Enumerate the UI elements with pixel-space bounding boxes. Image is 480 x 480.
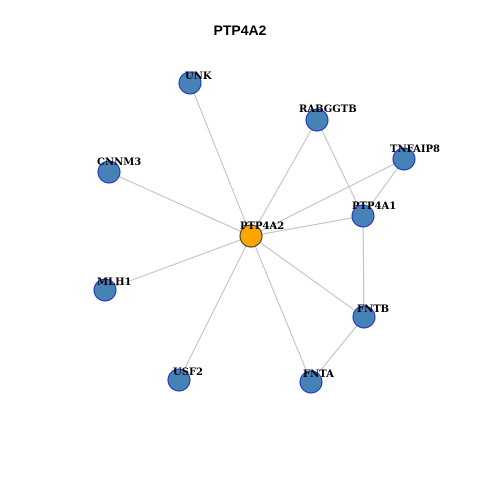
edge-ptp4a1-fntb	[362, 215, 365, 318]
node-tnfaip8[interactable]	[392, 147, 416, 171]
edge-tnfaip8-ptp4a1	[362, 158, 405, 217]
edge-ptp4a2-rabggtb	[250, 119, 318, 237]
node-label-fnta: FNTA	[303, 369, 334, 380]
edge-ptp4a2-mlh1	[104, 235, 252, 291]
graph-title: PTP4A2	[213, 22, 267, 38]
node-label-ptp4a1: PTP4A1	[352, 201, 396, 212]
node-cnnm3[interactable]	[97, 160, 121, 184]
node-unk[interactable]	[178, 71, 202, 95]
edge-ptp4a2-unk	[189, 82, 252, 237]
edge-fntb-fnta	[310, 316, 365, 383]
node-rabggtb[interactable]	[305, 108, 329, 132]
node-usf2[interactable]	[167, 368, 191, 392]
edge-ptp4a2-fntb	[250, 235, 365, 318]
edge-ptp4a2-usf2	[178, 235, 252, 381]
node-ptp4a1[interactable]	[351, 204, 375, 228]
node-label-rabggtb: RABGGTB	[299, 104, 357, 115]
label-layer: PTP4A2 UNK RABGGTB TNFAIP8CNNM3PTP4A1MLH1FN…	[97, 71, 440, 380]
edge-ptp4a2-cnnm3	[108, 171, 252, 237]
node-label-unk: UNK	[185, 71, 212, 82]
node-label-usf2: USF2	[173, 367, 203, 378]
node-label-cnnm3: CNNM3	[97, 157, 141, 168]
node-label-tnfaip8: TNFAIP8	[390, 144, 440, 155]
edge-rabggtb-ptp4a1	[316, 119, 364, 217]
node-label-ptp4a2: PTP4A2	[240, 221, 284, 232]
node-fnta[interactable]	[299, 370, 323, 394]
edge-ptp4a2-ptp4a1	[250, 215, 364, 237]
edge-ptp4a2-tnfaip8	[250, 158, 405, 237]
node-mlh1[interactable]	[93, 278, 117, 302]
node-label-fntb: FNTB	[357, 304, 389, 315]
node-layer	[93, 71, 416, 394]
node-ptp4a2[interactable]	[239, 224, 263, 248]
edge-layer	[104, 82, 405, 383]
node-label-mlh1: MLH1	[97, 277, 132, 288]
node-fntb[interactable]	[352, 305, 376, 329]
edge-ptp4a2-fnta	[250, 235, 312, 383]
